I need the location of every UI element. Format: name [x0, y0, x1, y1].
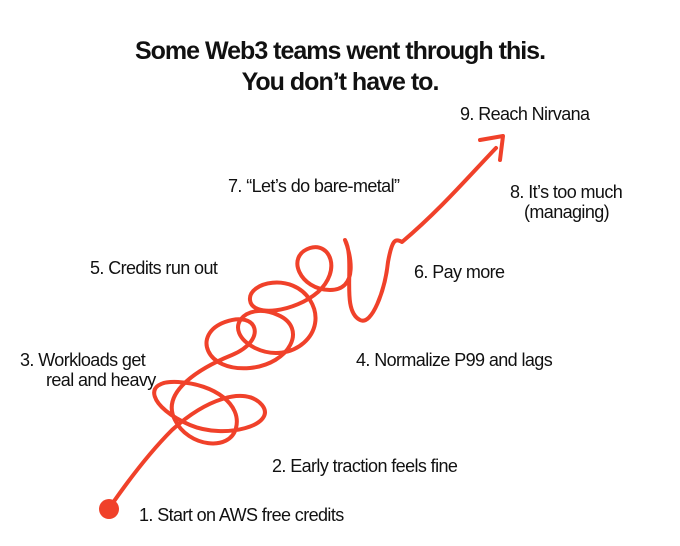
step-3-label: 3. Workloads get — [20, 350, 146, 370]
step-9-label: 9. Reach Nirvana — [460, 104, 590, 124]
headline-line-1: Some Web3 teams went through this. — [134, 37, 546, 65]
step-5-label: 5. Credits run out — [90, 258, 218, 278]
headline: Some Web3 teams went through this. You d… — [0, 36, 680, 98]
step-7-label: 7. “Let’s do bare-metal” — [228, 176, 400, 196]
journey-squiggle — [108, 146, 498, 509]
step-8-label: 8. It’s too much — [510, 182, 623, 202]
start-dot — [99, 499, 119, 519]
arrow-head — [478, 134, 505, 162]
headline-line-2: You don’t have to. — [241, 68, 440, 96]
step-3-label-line-2: real and heavy — [46, 370, 156, 390]
step-1-label: 1. Start on AWS free credits — [139, 505, 344, 525]
step-2-label: 2. Early traction feels fine — [272, 456, 458, 476]
step-8-label-line-2: (managing) — [524, 202, 610, 222]
step-4-label: 4. Normalize P99 and lags — [356, 350, 553, 370]
step-6-label: 6. Pay more — [414, 262, 505, 282]
